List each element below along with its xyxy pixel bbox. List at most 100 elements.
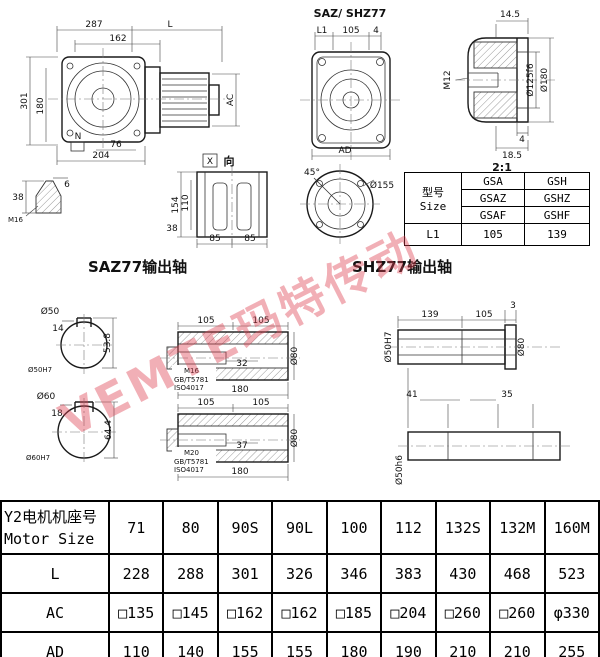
size-table-cell: L1 [404, 223, 462, 246]
dim-6: 6 [64, 180, 70, 190]
bolt-standard-iso: ISO4017 [174, 384, 204, 392]
motor-table-size-col: 112 [380, 500, 437, 555]
dim-o80: Ø80 [289, 346, 300, 365]
dim-o180: Ø180 [539, 68, 550, 93]
dim-L: L [167, 20, 172, 30]
plug-detail: 6 38 M16 [8, 177, 70, 224]
motor-table-cell: 110 [107, 631, 165, 657]
dim-4b: 4 [519, 135, 525, 145]
bolt-spec: M16 [184, 367, 199, 375]
dim-204: 204 [92, 151, 109, 161]
dim-64-4: 64.4 [104, 420, 114, 440]
motor-table-cell: 255 [543, 631, 600, 657]
x-direction-view: X 向 154 110 38 85 85 [166, 153, 268, 248]
motor-table-cell: φ330 [543, 592, 600, 633]
motor-table-cell: □162 [216, 592, 274, 633]
motor-table-size-col: 90L [271, 500, 328, 555]
dim-N: N [75, 132, 82, 142]
x-view-x: X [207, 157, 213, 167]
motor-table-size-col: 100 [325, 500, 383, 555]
bolt-circle-view: 45° Ø155 [300, 164, 394, 244]
dim-AC: AC [226, 94, 236, 106]
motor-table-cell: 155 [216, 631, 274, 657]
dim-162: 162 [109, 34, 126, 44]
flange-section-detail: 14.5 M12 Ø125f6 Ø180 4 18.5 2:1 [443, 10, 556, 174]
scale-label: 2:1 [492, 161, 512, 174]
saz77-hollow-shaft-50: 105 105 32 M16 GB/T5781 ISO4017 180 Ø80 [160, 316, 300, 399]
motor-table-size-col: 132M [489, 500, 546, 555]
dim-o155: Ø155 [370, 180, 394, 191]
size-table-cell: GSA [461, 172, 525, 190]
motor-table-cell: 383 [380, 553, 437, 594]
saz-bore-50: Ø50 14 53.8 Ø50H7 [28, 306, 117, 374]
saz77-hollow-shaft-60: 105 105 37 M20 GB/T5781 ISO4017 180 Ø80 [160, 398, 300, 481]
motor-table-cell: □260 [434, 592, 492, 633]
dim-180-shaft2: 180 [231, 467, 248, 477]
motor-table-cell: 468 [489, 553, 546, 594]
bolt-standard-gb2: GB/T5781 [174, 458, 209, 466]
motor-table-cell: 523 [543, 553, 600, 594]
dim-105d: 105 [252, 398, 269, 408]
dim-35: 35 [501, 390, 512, 400]
motor-table-cell: □185 [325, 592, 383, 633]
motor-table-size-col: 132S [434, 500, 492, 555]
motor-table-row-label: AD [0, 631, 110, 657]
saz-section-title: SAZ77输出轴 [88, 258, 187, 276]
dim-3: 3 [510, 301, 516, 311]
dim-M16: M16 [8, 216, 23, 224]
dim-85b: 85 [244, 234, 255, 244]
dim-o80-shz: Ø80 [516, 337, 527, 356]
dim-M12: M12 [443, 70, 453, 89]
dim-105e: 105 [475, 310, 492, 320]
motor-table-cell: 210 [434, 631, 492, 657]
motor-table-size-col: 71 [107, 500, 165, 555]
dim-o80b: Ø80 [289, 428, 300, 447]
dim-85a: 85 [209, 234, 220, 244]
size-table-label-cell: 型号 Size [404, 172, 462, 224]
dim-180: 180 [36, 97, 46, 114]
motor-table-cell: 288 [162, 553, 219, 594]
dim-o60H7: Ø60H7 [26, 454, 50, 462]
dim-301: 301 [20, 92, 30, 109]
dim-AD: AD [338, 146, 351, 156]
size-table-cell: GSHZ [524, 189, 590, 207]
bolt-standard-iso2: ISO4017 [174, 466, 204, 474]
motor-table-header-cell: Y2电机机座号 Motor Size [0, 500, 110, 555]
dim-14: 14 [52, 324, 64, 334]
dim-o50H7: Ø50H7 [28, 366, 52, 374]
dim-139: 139 [421, 310, 438, 320]
dim-105b: 105 [252, 316, 269, 326]
motor-table-cell: 228 [107, 553, 165, 594]
shz-section-title: SHZ77输出轴 [352, 258, 452, 276]
dim-41: 41 [406, 390, 417, 400]
dim-180-shaft: 180 [231, 385, 248, 395]
dim-110: 110 [181, 194, 191, 211]
motor-table-cell: □135 [107, 592, 165, 633]
motor-table-cell: 155 [271, 631, 328, 657]
bolt-standard-gb: GB/T5781 [174, 376, 209, 384]
motor-table-row-label: AC [0, 592, 110, 633]
motor-table-cell: □162 [271, 592, 328, 633]
size-table-cell: GSAF [461, 206, 525, 224]
dim-o60: Ø60 [37, 391, 56, 402]
size-table: 型号 Size GSA GSH GSAZ GSHZ GSAF GSHF L1 1… [404, 172, 590, 246]
motor-table-cell: 210 [489, 631, 546, 657]
motor-table-cell: 301 [216, 553, 274, 594]
motor-table-cell: 180 [325, 631, 383, 657]
reducer-front-view: SAZ/ SHZ77 L1 105 4 AD [300, 7, 402, 162]
dim-o125: Ø125f6 [525, 63, 536, 96]
dim-105: 105 [342, 26, 359, 36]
motor-table-header-cn: Y2电机机座号 [4, 507, 98, 526]
dim-105a: 105 [197, 316, 214, 326]
dim-53-8: 53.8 [103, 333, 113, 353]
motor-table-header-en: Motor Size [4, 529, 95, 548]
dim-o50h6: Ø50h6 [394, 455, 405, 485]
dim-4: 4 [373, 26, 379, 36]
dim-45deg: 45° [304, 168, 320, 178]
motor-size-table: Y2电机机座号 Motor Size 71 80 90S 90L 100 112… [0, 500, 600, 657]
dim-o50H7-shz: Ø50H7 [383, 331, 394, 362]
size-table-label-cn: 型号 [422, 185, 444, 199]
motor-table-cell: 190 [380, 631, 437, 657]
shz77-shaft: 139 105 3 Ø50H7 Ø80 41 35 Ø50h6 [383, 301, 572, 485]
